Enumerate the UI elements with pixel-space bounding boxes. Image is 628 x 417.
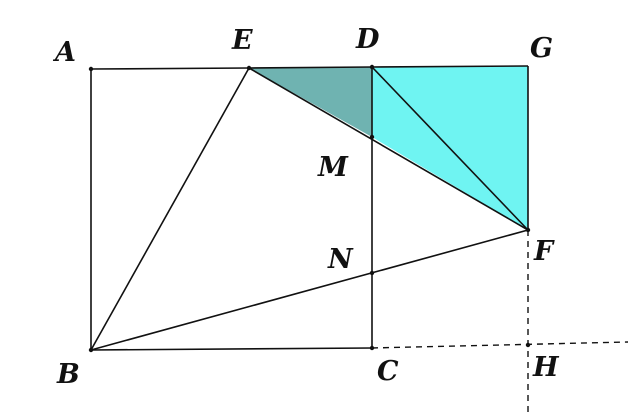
dashed-line-ch: [371, 341, 628, 349]
label-f: F: [533, 236, 555, 267]
segment-ae: [90, 67, 250, 70]
point-c-dot: [369, 345, 375, 351]
point-n-dot: [369, 270, 375, 276]
label-m: M: [317, 152, 349, 183]
label-a: A: [52, 37, 76, 68]
label-b: B: [56, 359, 80, 390]
point-f-dot: [525, 227, 531, 233]
label-h: H: [532, 352, 560, 383]
label-n: N: [327, 244, 354, 275]
point-m-dot: [369, 134, 375, 140]
segment-df: [371, 66, 529, 231]
label-c: C: [377, 356, 399, 387]
segment-ef: [248, 67, 529, 231]
triangle-edm-shaded: [249, 67, 372, 137]
point-d-dot: [369, 64, 375, 70]
segment-eb: [90, 67, 250, 351]
segment-dg: [371, 65, 529, 68]
label-g: G: [530, 33, 553, 64]
point-b-dot: [88, 347, 94, 353]
point-h-dot: [525, 342, 531, 348]
point-e-dot: [246, 65, 252, 71]
label-e: E: [231, 25, 253, 56]
segment-bf: [90, 229, 529, 351]
segment-bc: [90, 347, 373, 351]
label-d: D: [355, 24, 380, 55]
segment-ed: [248, 66, 373, 69]
point-a-dot: [88, 66, 94, 72]
